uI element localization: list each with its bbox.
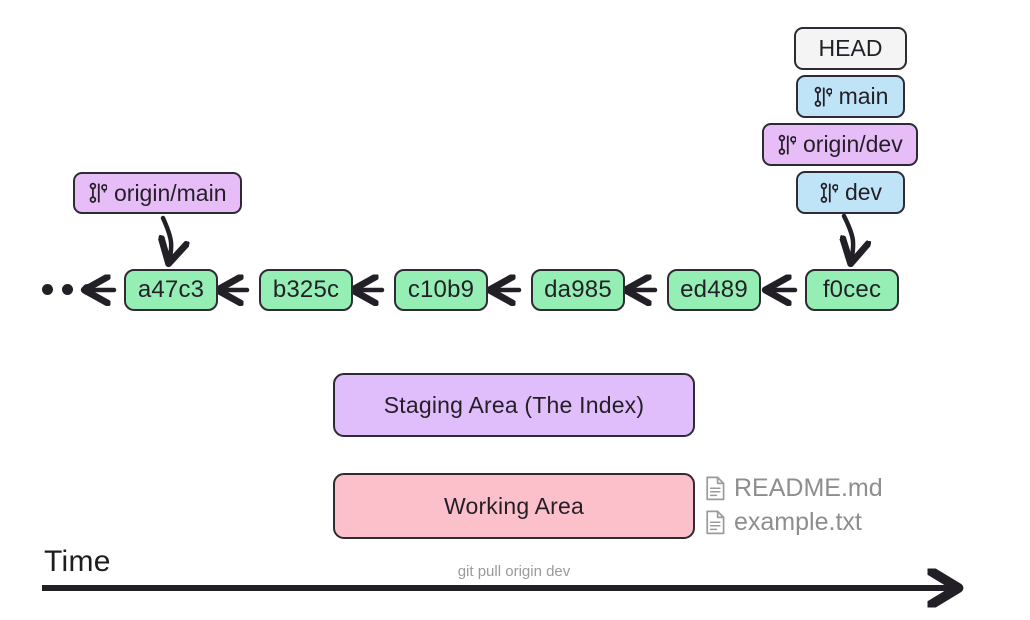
commit-node[interactable]: f0cec xyxy=(805,269,899,311)
axis-command-caption: git pull origin dev xyxy=(457,563,571,580)
ref-label-head[interactable]: HEAD xyxy=(794,27,907,70)
ref-label-text: dev xyxy=(844,179,883,205)
commit-hash: a47c3 xyxy=(137,276,205,303)
ellipsis-dots-icon xyxy=(42,284,93,295)
ref-label-text: origin/main xyxy=(114,179,227,206)
time-axis-label: Time xyxy=(44,545,111,578)
commit-node[interactable]: c10b9 xyxy=(394,269,488,311)
commit-hash: b325c xyxy=(272,276,340,303)
commit-node[interactable]: ed489 xyxy=(667,269,761,311)
ref-label-dev[interactable]: dev xyxy=(796,171,905,214)
ref-label-text: origin/dev xyxy=(803,131,903,157)
file-list: README.md example.txt xyxy=(705,472,883,538)
origin-main-pointer-arrow xyxy=(163,215,171,262)
working-area-label: Working Area xyxy=(443,492,585,519)
working-area-box[interactable]: Working Area xyxy=(333,473,695,539)
ref-label-text: HEAD xyxy=(818,35,883,61)
document-icon xyxy=(706,476,725,500)
commit-node[interactable]: a47c3 xyxy=(124,269,218,311)
document-icon xyxy=(706,510,725,534)
file-name: example.txt xyxy=(734,508,862,536)
commit-node[interactable]: da985 xyxy=(531,269,625,311)
ref-label-origin-main[interactable]: origin/main xyxy=(73,172,242,214)
commit-hash: da985 xyxy=(544,276,612,303)
ref-label-origin-dev[interactable]: origin/dev xyxy=(762,123,918,166)
commit-hash: ed489 xyxy=(680,276,748,303)
commit-hash: c10b9 xyxy=(407,276,475,303)
git-branch-icon xyxy=(778,134,796,155)
git-branch-icon xyxy=(814,86,832,107)
dev-pointer-arrow xyxy=(844,213,853,262)
staging-area-label: Staging Area (The Index) xyxy=(383,391,645,418)
git-branch-icon xyxy=(89,182,107,203)
file-list-item[interactable]: README.md xyxy=(705,472,883,504)
file-name: README.md xyxy=(734,474,883,502)
commit-node[interactable]: b325c xyxy=(259,269,353,311)
file-list-item[interactable]: example.txt xyxy=(705,506,883,538)
commit-hash: f0cec xyxy=(822,276,882,303)
ref-label-text: main xyxy=(838,83,889,109)
ref-label-main[interactable]: main xyxy=(796,75,905,118)
staging-area-box[interactable]: Staging Area (The Index) xyxy=(333,373,695,437)
git-branch-icon xyxy=(820,182,838,203)
